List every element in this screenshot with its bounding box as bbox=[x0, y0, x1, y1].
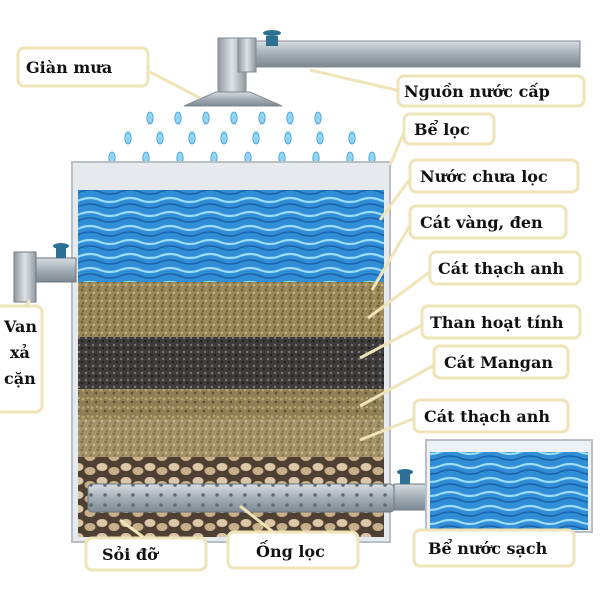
water-drop-icon bbox=[156, 131, 164, 145]
layer-quartz-sand bbox=[78, 419, 384, 457]
label-quartz-sand-top-text: Cát thạch anh bbox=[438, 259, 564, 278]
water-drop-icon bbox=[188, 131, 196, 145]
label-activated-carbon-text: Than hoạt tính bbox=[430, 313, 564, 332]
label-filter-pipe: Ống lọc bbox=[226, 530, 360, 570]
label-quartz-sand-top: Cát thạch anh bbox=[428, 250, 582, 286]
water-drop-icon bbox=[174, 111, 182, 125]
water-drop-icon bbox=[284, 131, 292, 145]
label-rain-frame-text: Giàn mưa bbox=[26, 58, 112, 77]
water-drop-icon bbox=[220, 131, 228, 145]
label-drain-valve-line3: cặn bbox=[4, 369, 36, 388]
label-manganese-sand-text: Cát Mangan bbox=[444, 353, 553, 372]
label-manganese-sand: Cát Mangan bbox=[432, 344, 570, 380]
label-drain-valve-line2: xả bbox=[10, 343, 30, 362]
label-drain-valve: Van xả cặn bbox=[0, 304, 44, 414]
layer-activated-carbon bbox=[78, 337, 384, 389]
label-quartz-sand-bottom: Cát thạch anh bbox=[412, 398, 570, 434]
water-drop-icon bbox=[258, 111, 266, 125]
label-activated-carbon: Than hoạt tính bbox=[420, 304, 582, 340]
label-water-source-text: Nguồn nước cấp bbox=[404, 82, 550, 101]
label-unfiltered-water-text: Nước chưa lọc bbox=[420, 167, 548, 186]
label-support-gravel-text: Sỏi đỡ bbox=[102, 545, 159, 564]
water-drop-icon bbox=[316, 131, 324, 145]
water-drop-icon bbox=[230, 111, 238, 125]
perforated-filter-pipe bbox=[87, 483, 429, 513]
label-filter-tank-text: Bể lọc bbox=[414, 118, 470, 139]
water-drop-icon bbox=[202, 111, 210, 125]
label-water-source: Nguồn nước cấp bbox=[396, 74, 586, 108]
water-drop-icon bbox=[314, 111, 322, 125]
layer-manganese-sand bbox=[78, 389, 384, 419]
water-drop-icon bbox=[252, 131, 260, 145]
water-drop-icon bbox=[124, 131, 132, 145]
inlet-valve-icon bbox=[263, 30, 281, 46]
label-quartz-sand-bottom-text: Cát thạch anh bbox=[424, 407, 550, 426]
rain-sprinkler-head bbox=[183, 91, 283, 107]
layer-yellow-black-sand bbox=[78, 282, 384, 337]
label-yellow-black-sand: Cát vàng, đen bbox=[408, 204, 568, 240]
layer-unfiltered-water bbox=[78, 190, 384, 282]
water-drop-icon bbox=[286, 111, 294, 125]
label-unfiltered-water: Nước chưa lọc bbox=[408, 158, 580, 194]
label-clean-water-tank: Bể nước sạch bbox=[412, 528, 576, 568]
inlet-pipe bbox=[217, 37, 581, 99]
label-drain-valve-line1: Van bbox=[3, 317, 37, 336]
label-filter-pipe-text: Ống lọc bbox=[256, 539, 325, 561]
label-rain-frame: Giàn mưa bbox=[16, 46, 150, 88]
label-support-gravel: Sỏi đỡ bbox=[84, 536, 208, 572]
outlet-valve-icon bbox=[397, 469, 413, 484]
drain-valve-icon bbox=[53, 243, 69, 258]
clean-water-tank bbox=[425, 439, 593, 533]
water-drop-icon bbox=[348, 131, 356, 145]
water-drop-icon bbox=[146, 111, 154, 125]
drain-pipe bbox=[13, 251, 77, 303]
label-yellow-black-sand-text: Cát vàng, đen bbox=[420, 213, 543, 232]
label-clean-water-tank-text: Bể nước sạch bbox=[428, 537, 548, 558]
label-filter-tank: Bể lọc bbox=[402, 112, 496, 146]
